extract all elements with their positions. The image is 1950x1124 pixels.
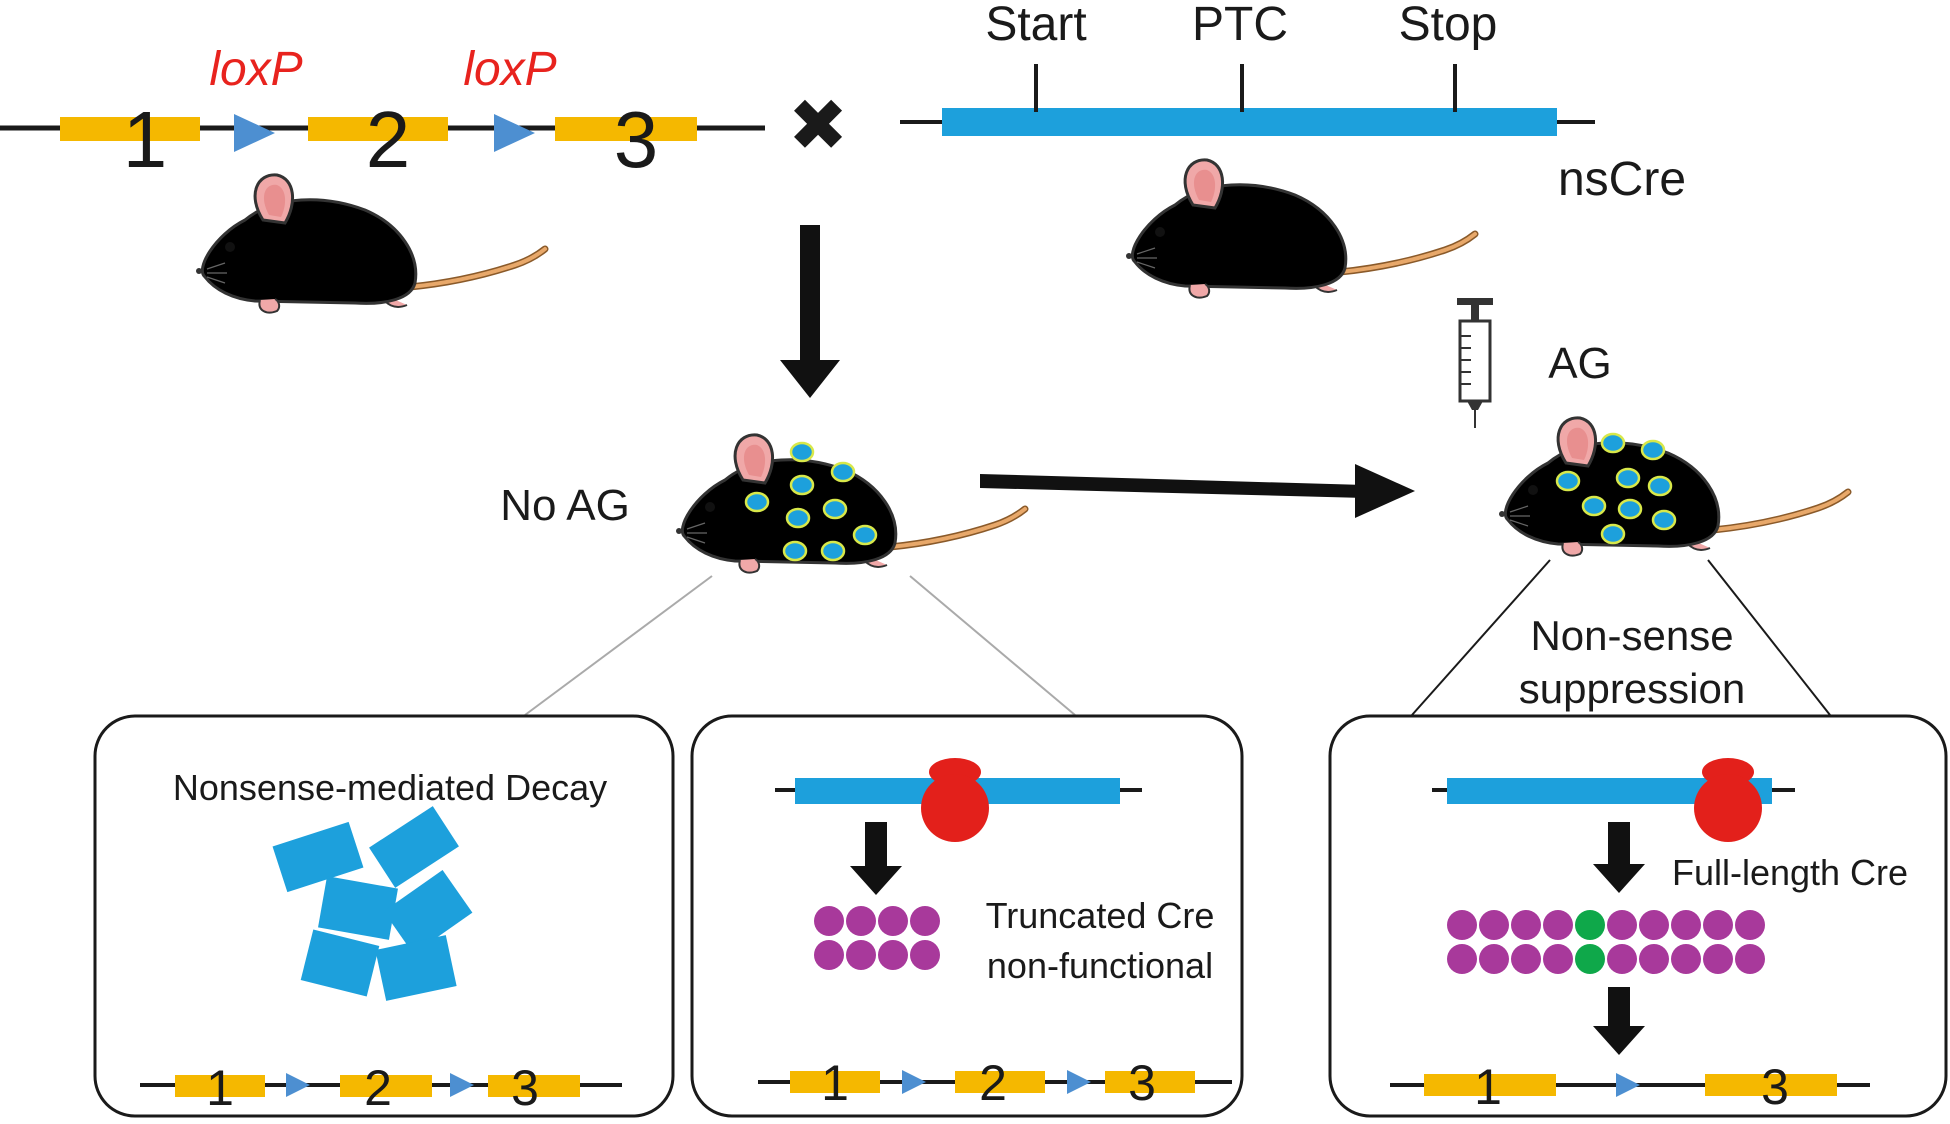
cre-activity-spots-icon [1555, 432, 1677, 545]
panel-truncated-cre: Truncated Cre non-functional 1 2 3 [690, 714, 1244, 1118]
cre-activity-spots-icon [744, 441, 878, 562]
truncated-cre-label-line-1: Truncated Cre [986, 895, 1215, 936]
exon-label: 2 [364, 1060, 392, 1116]
exon-label: 3 [511, 1060, 539, 1116]
floxed-allele-construct: 1 2 3 loxP loxP [0, 43, 765, 184]
exon-label: 1 [1474, 1059, 1502, 1115]
nmd-title: Nonsense-mediated Decay [173, 767, 607, 808]
nonsense-suppression-label-line-2: suppression [1519, 665, 1745, 712]
callout-connector-lines [524, 559, 1831, 716]
floxed-mouse-icon [196, 175, 545, 313]
panel-full-length-cre: Full-length Cre 1 3 [1328, 714, 1948, 1118]
nscre-construct: Start PTC Stop nsCre [900, 0, 1686, 206]
treatment-right-arrow-icon [980, 464, 1415, 518]
exon-3-label: 3 [614, 95, 659, 184]
exon-label: 1 [206, 1060, 234, 1116]
loxp-site-icon [286, 1073, 310, 1097]
exon-3-box [555, 117, 697, 141]
stop-label: Stop [1399, 0, 1498, 51]
translation-arrow-icon [1608, 822, 1630, 870]
truncated-protein-icon [814, 906, 940, 970]
full-length-protein-icon [1447, 910, 1765, 974]
panel-frame [1328, 714, 1948, 1118]
loxp-right-label: loxP [463, 43, 556, 96]
no-ag-mouse-icon [676, 435, 1025, 573]
translation-arrow-head-icon [850, 866, 902, 895]
ribosome-icon [1694, 758, 1762, 842]
exon-1-label: 1 [123, 95, 168, 184]
ag-treated-mouse-icon [1499, 418, 1848, 556]
start-label: Start [985, 0, 1086, 51]
full-length-cre-label: Full-length Cre [1672, 852, 1908, 893]
recombination-arrow-head-icon [1593, 1026, 1645, 1055]
nscre-name-label: nsCre [1558, 153, 1686, 206]
exon-label: 1 [821, 1055, 849, 1111]
no-ag-label: No AG [500, 481, 630, 530]
loxp-left-label: loxP [209, 43, 302, 96]
recombination-arrow-icon [1608, 987, 1630, 1032]
ribosome-icon [921, 758, 989, 842]
panel-frame [690, 714, 1244, 1118]
exon-2-label: 2 [366, 95, 411, 184]
exon-1-box [60, 117, 200, 141]
exon-label: 3 [1128, 1055, 1156, 1111]
nscre-mouse-icon [1126, 160, 1475, 298]
readthrough-residue-icon [1575, 910, 1605, 974]
truncated-cre-label-line-2: non-functional [987, 945, 1213, 986]
exon-2-box [308, 117, 448, 141]
loxp-site-icon [450, 1073, 474, 1097]
panel-nonsense-mediated-decay: Nonsense-mediated Decay 1 2 3 [93, 714, 675, 1118]
cross-result-down-arrow-icon [780, 225, 840, 398]
nonsense-suppression-label-line-1: Non-sense [1530, 612, 1733, 659]
translation-arrow-head-icon [1593, 864, 1645, 893]
loxp-site-left-icon [234, 114, 275, 152]
loxp-site-right-icon [494, 114, 535, 152]
nscre-transcript-bar [942, 108, 1557, 136]
loxp-site-icon [1067, 1070, 1091, 1094]
exon-label: 3 [1761, 1059, 1789, 1115]
loxp-site-icon [902, 1070, 926, 1094]
exon-label: 2 [979, 1055, 1007, 1111]
translation-arrow-icon [865, 822, 887, 872]
degraded-mrna-fragments-icon [272, 806, 473, 1001]
loxp-site-icon [1616, 1073, 1640, 1097]
cross-symbol-icon: ✖ [788, 83, 848, 167]
ptc-label: PTC [1192, 0, 1288, 51]
syringe-icon [1457, 298, 1493, 428]
ag-label: AG [1548, 339, 1612, 388]
